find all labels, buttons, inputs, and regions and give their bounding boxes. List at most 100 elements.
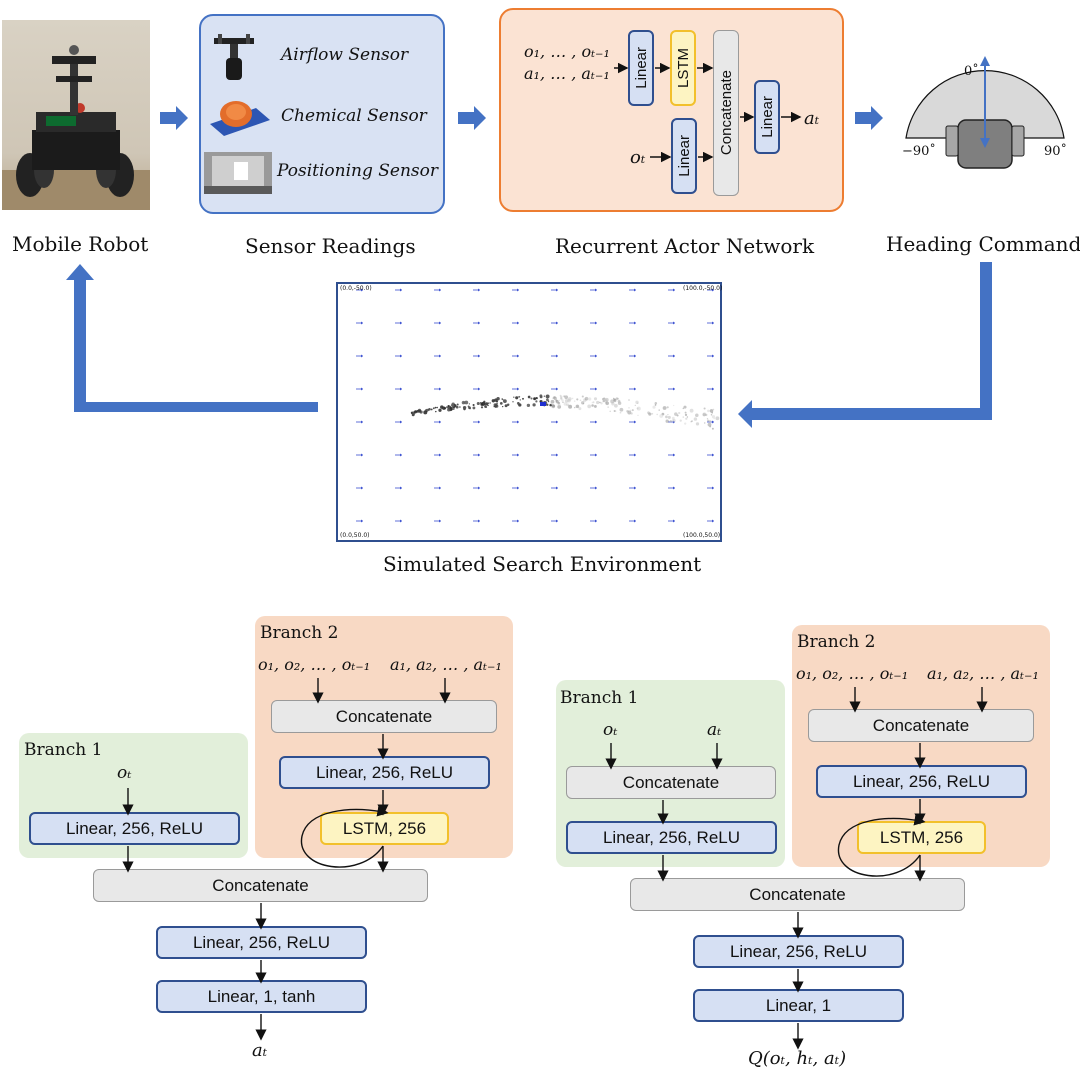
- wind-arrow-head: [556, 486, 558, 490]
- plume-particle: [667, 413, 669, 416]
- actor-concatenate: Concatenate: [713, 30, 739, 196]
- plume-particle: [672, 418, 676, 423]
- flow-arrow-return-right: [738, 262, 992, 428]
- wind-arrow-head: [361, 453, 363, 457]
- wind-arrow-head: [595, 486, 597, 490]
- actor-b2-input-o: o₁, o₂, … , oₜ₋₁: [258, 655, 371, 674]
- wind-arrow-head: [712, 486, 714, 490]
- plume-particle: [494, 403, 498, 408]
- plume-particle: [702, 413, 706, 417]
- actor-output-a: aₜ: [804, 108, 820, 129]
- plume-particle: [635, 400, 639, 404]
- plume-particle: [539, 400, 542, 403]
- plume-particle: [617, 401, 622, 405]
- critic-b1-concat: Concatenate: [566, 766, 776, 799]
- critic-linear-1: Linear, 1: [693, 989, 904, 1022]
- plume-particle: [487, 404, 489, 407]
- critic-b1-input-a: aₜ: [707, 720, 722, 740]
- plume-particle: [581, 401, 585, 405]
- plume-particle: [715, 416, 720, 421]
- plume-particle: [662, 406, 667, 410]
- actor-b2-concat: Concatenate: [271, 700, 497, 733]
- wind-arrow-head: [595, 321, 597, 325]
- plume-particle: [562, 401, 564, 403]
- critic-b2-lstm: LSTM, 256: [857, 821, 986, 854]
- wind-arrow-head: [673, 288, 675, 292]
- plume-particle: [612, 397, 615, 400]
- plume-particle: [581, 395, 584, 398]
- plume-particle: [564, 395, 569, 400]
- plume-particle: [558, 399, 560, 401]
- caption-heading: Heading Command: [886, 232, 1080, 256]
- wind-arrow-head: [361, 420, 363, 424]
- env-corner-tl: (0.0,-50.0): [340, 285, 372, 292]
- wind-arrow-head: [634, 519, 636, 523]
- wind-arrow-head: [478, 420, 480, 424]
- actor-input-past-o: o₁, … , oₜ₋₁: [524, 42, 610, 61]
- wind-arrow-head: [400, 453, 402, 457]
- plume-particle: [656, 413, 658, 416]
- plume-particle: [610, 399, 615, 404]
- plume-particle: [468, 403, 471, 405]
- env-corner-tr: (100.0,-50.0): [683, 285, 723, 292]
- plume-particle: [563, 402, 567, 406]
- plume-particle: [603, 397, 606, 400]
- plume-particle: [532, 403, 536, 407]
- plume-particle: [440, 405, 444, 409]
- wind-arrow-head: [517, 420, 519, 424]
- wind-arrow-head: [595, 387, 597, 391]
- plume-particle: [626, 409, 629, 413]
- plume-particle: [547, 400, 550, 403]
- wind-arrow-head: [439, 354, 441, 358]
- plume-particle: [461, 400, 466, 405]
- plume-particle: [561, 399, 564, 402]
- plume-particle: [479, 402, 482, 404]
- env-corner-br: (100.0,50.0): [683, 532, 721, 539]
- wind-arrow-head: [478, 288, 480, 292]
- wind-arrow-head: [634, 387, 636, 391]
- wind-arrow-head: [673, 486, 675, 490]
- wind-arrow-head: [673, 387, 675, 391]
- plume-particle: [674, 412, 678, 416]
- actor-linear-1: Linear: [628, 30, 654, 106]
- env-corner-bl: (0.0,50.0): [340, 532, 370, 539]
- plume-particle: [530, 397, 533, 400]
- plume-particle: [539, 394, 543, 398]
- wind-arrow-head: [478, 519, 480, 523]
- plume-particle: [493, 405, 495, 408]
- wind-arrow-head: [712, 519, 714, 523]
- plume-particle: [628, 407, 630, 409]
- wind-arrow-head: [361, 486, 363, 490]
- plume-particle: [552, 404, 556, 408]
- heading-angle-0: 0˚: [964, 64, 979, 79]
- plume-particle: [695, 413, 699, 417]
- wind-arrow-head: [556, 321, 558, 325]
- plume-particle: [659, 414, 664, 418]
- wind-arrow-head: [478, 387, 480, 391]
- plume-particle: [518, 395, 521, 398]
- wind-arrow-head: [712, 354, 714, 358]
- critic-branch1-title: Branch 1: [560, 688, 639, 708]
- plume-particle: [706, 418, 709, 420]
- wind-arrow-head: [673, 453, 675, 457]
- plume-particle: [423, 410, 428, 415]
- wind-arrow-head: [634, 288, 636, 292]
- sensor-label-airflow: Airflow Sensor: [281, 45, 409, 65]
- plume-particle: [491, 399, 495, 403]
- plume-particle: [430, 408, 433, 411]
- plume-particle: [679, 419, 682, 422]
- wind-arrow-head: [400, 486, 402, 490]
- plume-particle: [665, 415, 668, 419]
- wind-arrow-head: [673, 354, 675, 358]
- plume-particle: [707, 422, 712, 427]
- wind-arrow-head: [673, 321, 675, 325]
- plume-particle: [434, 406, 437, 409]
- wind-arrow-head: [400, 288, 402, 292]
- wind-arrow-head: [517, 387, 519, 391]
- plume-particle: [504, 404, 508, 408]
- plume-particle: [546, 398, 549, 402]
- search-environment-plot: [336, 282, 722, 542]
- wind-arrow-head: [712, 420, 714, 424]
- plume-particle: [695, 422, 700, 426]
- plume-particle: [684, 413, 688, 417]
